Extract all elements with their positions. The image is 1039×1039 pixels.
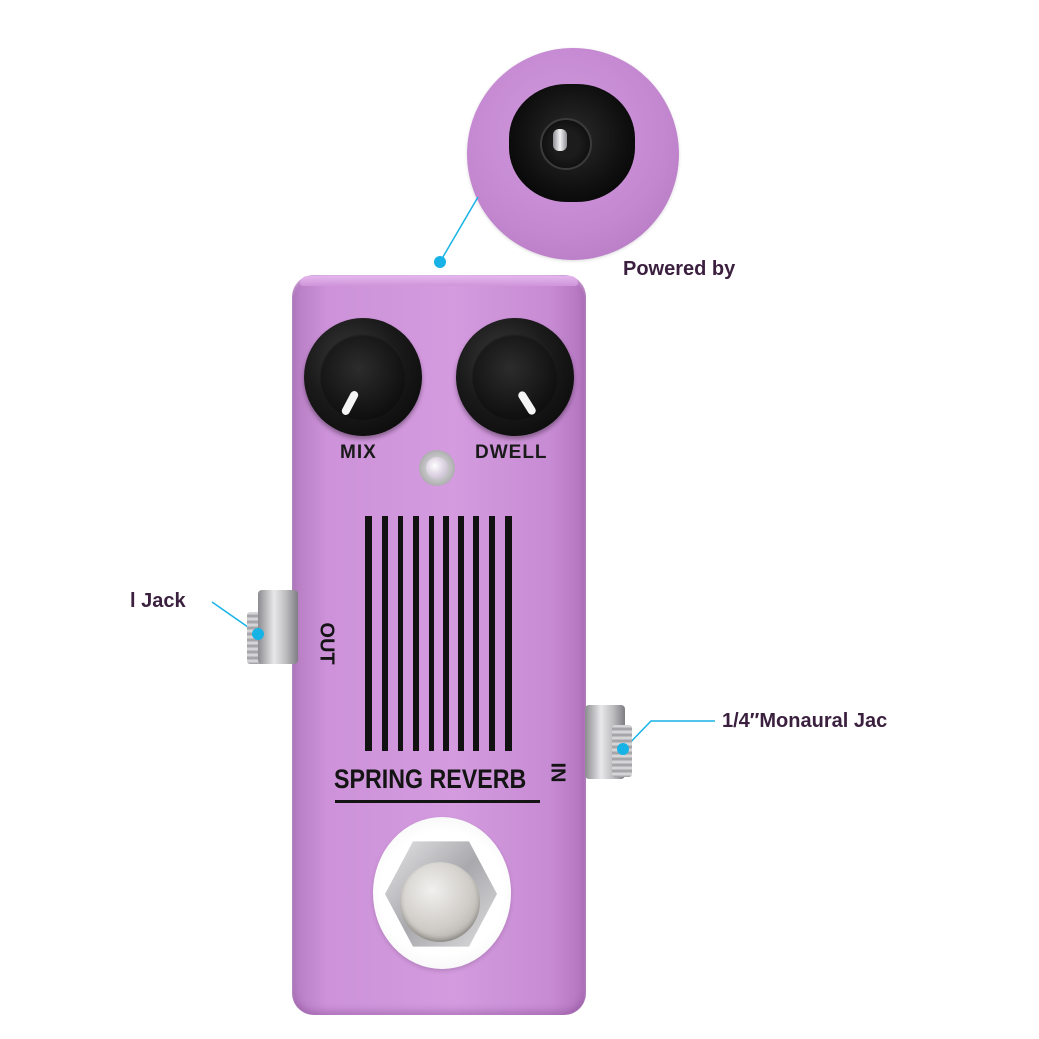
dwell-knob[interactable] (456, 318, 574, 436)
right-jack-callout-line (623, 720, 715, 750)
mix-knob[interactable] (304, 318, 422, 436)
power-callout-dot (434, 256, 446, 268)
stripe (398, 516, 403, 751)
product-name: SPRING REVERB (334, 764, 527, 794)
stripe (382, 516, 388, 751)
out-jack-callout-label: l Jack (130, 590, 186, 612)
in-jack-callout-dot (617, 743, 629, 755)
stripe (489, 516, 495, 751)
stripe (458, 516, 464, 751)
status-led (426, 457, 448, 479)
mix-knob-cap (320, 334, 406, 420)
stripe (413, 516, 419, 751)
stripe (365, 516, 372, 751)
in-jack-label: IN (546, 762, 569, 783)
footswitch-button[interactable] (400, 862, 480, 942)
in-jack-callout-label: 1/4″Monaural Jac (722, 710, 888, 732)
stripe (443, 516, 449, 751)
product-name-underline (335, 800, 540, 803)
dwell-knob-cap (472, 334, 558, 420)
power-callout-label: Powered by (623, 258, 736, 280)
power-socket-pin (553, 129, 567, 151)
stripe (473, 516, 479, 751)
mix-knob-label: MIX (340, 442, 377, 463)
out-jack-callout-dot (252, 628, 264, 640)
stripe (505, 516, 512, 751)
dwell-knob-label: DWELL (475, 442, 548, 463)
pedal-top-edge (300, 276, 578, 286)
out-jack[interactable] (258, 590, 298, 664)
power-callout-line (439, 196, 479, 263)
out-jack-label: OUT (315, 622, 338, 665)
stripe (429, 516, 434, 751)
power-socket-ring (540, 118, 592, 170)
